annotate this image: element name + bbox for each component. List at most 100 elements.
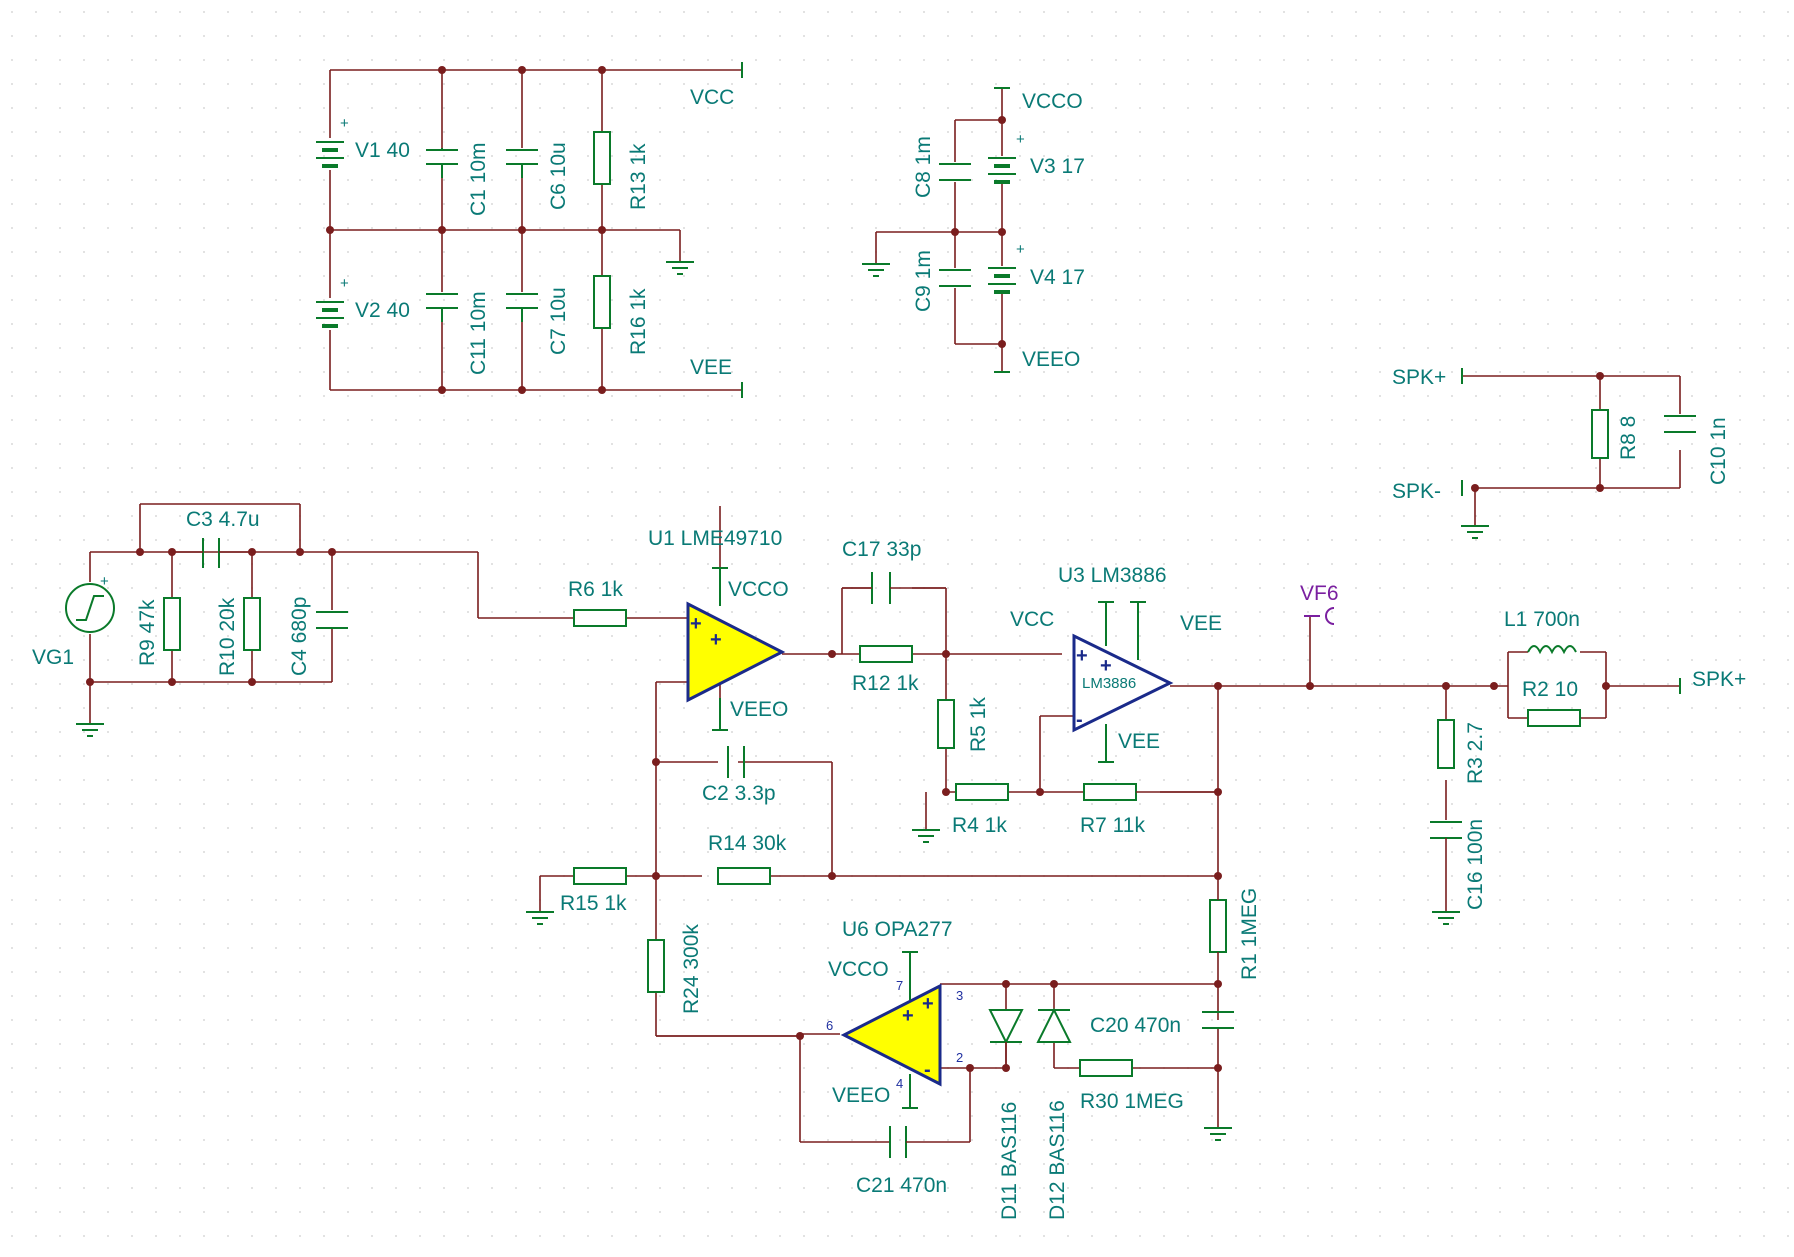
ground-icon <box>912 829 940 843</box>
ground-icon <box>1432 911 1460 925</box>
u1-opamp[interactable]: + + <box>686 601 786 703</box>
c16-capacitor[interactable] <box>1430 821 1462 868</box>
c2-capacitor[interactable] <box>727 746 745 778</box>
u6-stage: + + - 7 3 2 6 4 U6 OPA277 VCCO VEEO D11 … <box>656 876 1234 1220</box>
u6-veeo-label: VEEO <box>832 1084 890 1107</box>
r15-resistor[interactable] <box>573 867 627 885</box>
r16-label: R16 1k <box>627 288 650 355</box>
r4-label: R4 1k <box>952 814 1007 837</box>
c9-capacitor[interactable] <box>939 269 971 287</box>
r6-label: R6 1k <box>568 578 623 601</box>
ground-icon <box>1204 1127 1232 1141</box>
c6-capacitor[interactable] <box>506 149 538 178</box>
svg-text:+: + <box>1100 655 1112 677</box>
c8-capacitor[interactable] <box>939 163 971 181</box>
c7-capacitor[interactable] <box>506 293 538 322</box>
u6-pin3: 3 <box>956 988 963 1003</box>
r1-resistor[interactable] <box>1209 899 1227 953</box>
l1-label: L1 700n <box>1504 608 1580 631</box>
v3-battery[interactable]: + <box>988 131 1025 184</box>
vcc-label: VCC <box>690 86 734 109</box>
c4-capacitor[interactable] <box>316 611 348 629</box>
c8-label: C8 1m <box>912 136 935 198</box>
supply-op: VCCO VEEO C8 1m C9 1m + V3 17 + V4 17 <box>862 87 1085 373</box>
c10-capacitor[interactable] <box>1664 415 1696 433</box>
r12-label: R12 1k <box>852 672 919 695</box>
v1-battery[interactable]: + <box>316 115 349 168</box>
c4-label: C4 680p <box>288 597 311 676</box>
c20-capacitor[interactable] <box>1202 1011 1234 1029</box>
u3-vee-bottom-label: VEE <box>1118 730 1160 753</box>
r5-resistor[interactable] <box>937 699 955 749</box>
c21-label: C21 470n <box>856 1174 947 1197</box>
svg-text:+: + <box>922 993 934 1015</box>
speaker-load: SPK+ SPK- R8 8 C10 1n <box>1392 366 1730 539</box>
c11-capacitor[interactable] <box>426 293 458 322</box>
r24-label: R24 300k <box>680 924 703 1014</box>
r9-resistor[interactable] <box>163 597 181 651</box>
r7-resistor[interactable] <box>1083 783 1137 801</box>
svg-text:-: - <box>924 1059 931 1081</box>
vf6-probe-label: VF6 <box>1300 582 1339 605</box>
c17-capacitor[interactable] <box>842 572 946 604</box>
ground-icon <box>526 911 554 925</box>
v4-battery[interactable]: + <box>988 241 1025 294</box>
c1-capacitor[interactable] <box>426 148 458 178</box>
u6-pin4: 4 <box>896 1076 903 1091</box>
d11-diode[interactable] <box>988 1009 1024 1068</box>
d12-label: D12 BAS116 <box>1046 1100 1069 1220</box>
svg-text:+: + <box>340 275 349 292</box>
c9-label: C9 1m <box>912 250 935 312</box>
r30-resistor[interactable] <box>1079 1059 1133 1077</box>
input-stage: + VG1 R9 47k R10 20k C3 4.7u C4 680p R6 … <box>32 503 690 737</box>
r3-resistor[interactable] <box>1437 719 1455 769</box>
u3-chip-label: LM3886 <box>1082 675 1136 692</box>
r13-resistor[interactable] <box>593 131 611 185</box>
vg1-source[interactable]: + <box>65 573 115 633</box>
c3-label: C3 4.7u <box>186 508 260 531</box>
u3-opamp[interactable]: + + - <box>1072 633 1174 733</box>
c20-label: C20 470n <box>1090 1014 1181 1037</box>
vee-label: VEE <box>690 356 732 379</box>
u3-vee-top-label: VEE <box>1180 612 1222 635</box>
u6-pin6: 6 <box>826 1018 833 1033</box>
c10-label: C10 1n <box>1707 417 1730 485</box>
r10-label: R10 20k <box>216 597 239 676</box>
r16-resistor[interactable] <box>593 275 611 329</box>
svg-text:+: + <box>690 613 702 635</box>
r15-label: R15 1k <box>560 892 627 915</box>
c17-label: C17 33p <box>842 538 921 561</box>
vg1-label: VG1 <box>32 646 74 669</box>
r4-resistor[interactable] <box>955 783 1009 801</box>
r14-resistor[interactable] <box>717 867 771 885</box>
veeo-label: VEEO <box>1022 348 1080 371</box>
r2-resistor[interactable] <box>1527 709 1581 727</box>
r6-resistor[interactable] <box>573 609 627 627</box>
r1-label: R1 1MEG <box>1238 888 1261 980</box>
c21-capacitor[interactable] <box>889 1126 944 1158</box>
svg-text:-: - <box>1076 709 1083 731</box>
u6-opamp[interactable]: + + - <box>840 983 942 1087</box>
r8-resistor[interactable] <box>1591 409 1609 459</box>
r12-resistor[interactable] <box>859 645 913 663</box>
r8-label: R8 8 <box>1617 416 1640 460</box>
u6-pin2: 2 <box>956 1050 963 1065</box>
u1-name: U1 LME49710 <box>648 527 782 550</box>
r10-resistor[interactable] <box>243 597 261 651</box>
c11-label: C11 10m <box>467 291 490 375</box>
ground-icon <box>76 723 104 737</box>
u3-vcc-label: VCC <box>1010 608 1054 631</box>
r2-label: R2 10 <box>1522 678 1578 701</box>
l1-inductor[interactable] <box>1527 645 1577 655</box>
d12-diode[interactable] <box>1036 1007 1072 1043</box>
c7-label: C7 10u <box>547 287 570 355</box>
supply-top: + V1 40 + V2 40 C1 10m C6 10u R13 1k <box>316 62 743 398</box>
u1-vcco-label: VCCO <box>728 578 789 601</box>
u1-stage: + + U1 LME49710 VCCO VEEO C17 33p R12 1k… <box>526 506 1222 1037</box>
r5-label: R5 1k <box>967 697 990 752</box>
c3-capacitor[interactable] <box>172 538 252 568</box>
v2-battery[interactable]: + <box>316 275 349 328</box>
u6-vcco-label: VCCO <box>828 958 889 981</box>
r24-resistor[interactable] <box>647 939 665 993</box>
